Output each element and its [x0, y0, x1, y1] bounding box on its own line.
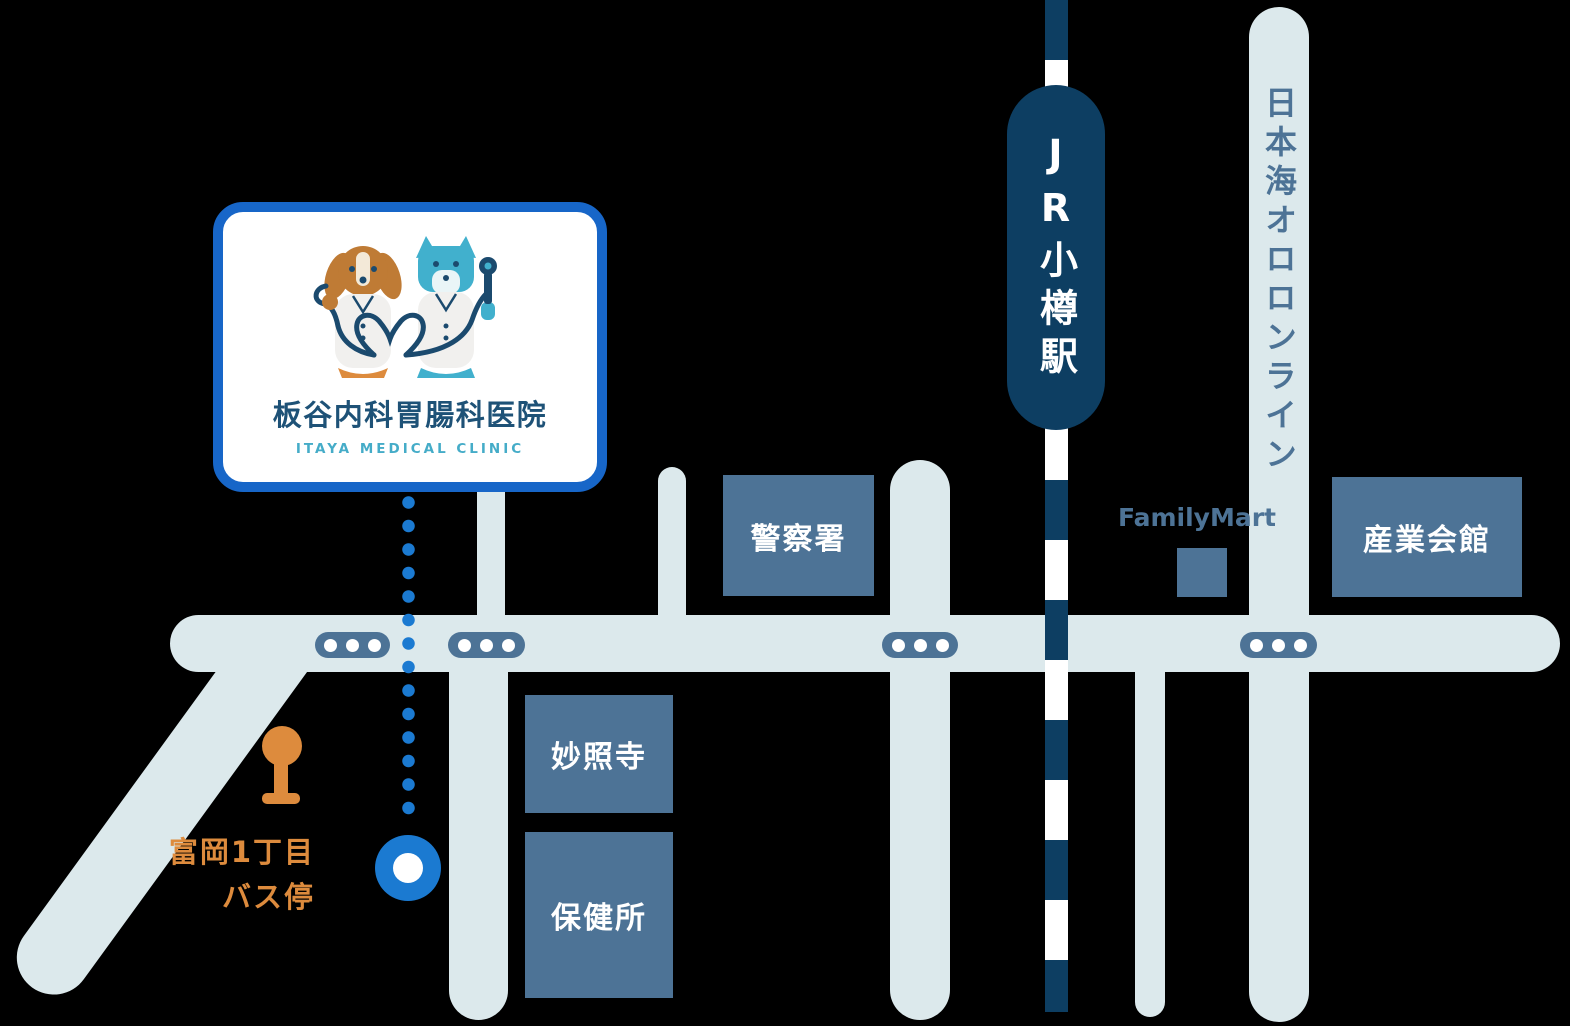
road-ororon-line — [1249, 7, 1309, 1022]
building-label: 保健所 — [551, 901, 647, 936]
bus-stop-pole — [274, 758, 288, 798]
bus-stop-name: 富岡1丁目 — [168, 835, 315, 869]
traffic-light-icon — [315, 632, 390, 658]
clinic-card: 板谷内科胃腸科医院 ITAYA MEDICAL CLINIC — [213, 202, 607, 492]
clinic-name: 板谷内科胃腸科医院 — [272, 398, 548, 432]
building-sangyo-kaikan: 産業会館 — [1332, 477, 1522, 597]
bus-stop-label: 富岡1丁目 バス停 — [140, 830, 315, 920]
building-label: 妙照寺 — [551, 740, 647, 775]
road-temple-west — [449, 672, 508, 1020]
traffic-light-icon — [882, 632, 958, 658]
bus-stop-suffix: バス停 — [221, 880, 315, 914]
bus-stop-base — [262, 793, 300, 804]
ororon-road-label: 日本海オロロンライン — [1260, 86, 1298, 476]
road-police-east — [890, 460, 950, 1020]
building-label: 産業会館 — [1363, 523, 1491, 558]
building-myoshoji-temple: 妙照寺 — [525, 695, 673, 813]
road-station-south — [1135, 672, 1165, 1017]
road-police-west — [658, 467, 686, 615]
location-dot-icon — [375, 835, 441, 901]
traffic-light-icon — [1240, 632, 1317, 658]
building-familymart — [1177, 548, 1227, 597]
road-diagonal-busroute — [2, 616, 316, 1010]
clinic-logo-dogs-icon — [313, 236, 497, 378]
familymart-label: FamilyMart — [1118, 503, 1276, 532]
station-label: JR小樽駅 — [1033, 131, 1078, 384]
clinic-name-en: ITAYA MEDICAL CLINIC — [295, 441, 525, 457]
road-clinic-side-upper — [477, 490, 505, 615]
jr-otaru-station-badge: JR小樽駅 — [1007, 85, 1105, 430]
traffic-light-icon — [448, 632, 525, 658]
building-police-station: 警察署 — [723, 475, 874, 596]
building-health-center: 保健所 — [525, 832, 673, 998]
building-label: 警察署 — [750, 521, 847, 557]
route-dotted-line — [402, 496, 415, 815]
road-main-horizontal — [170, 615, 1560, 672]
